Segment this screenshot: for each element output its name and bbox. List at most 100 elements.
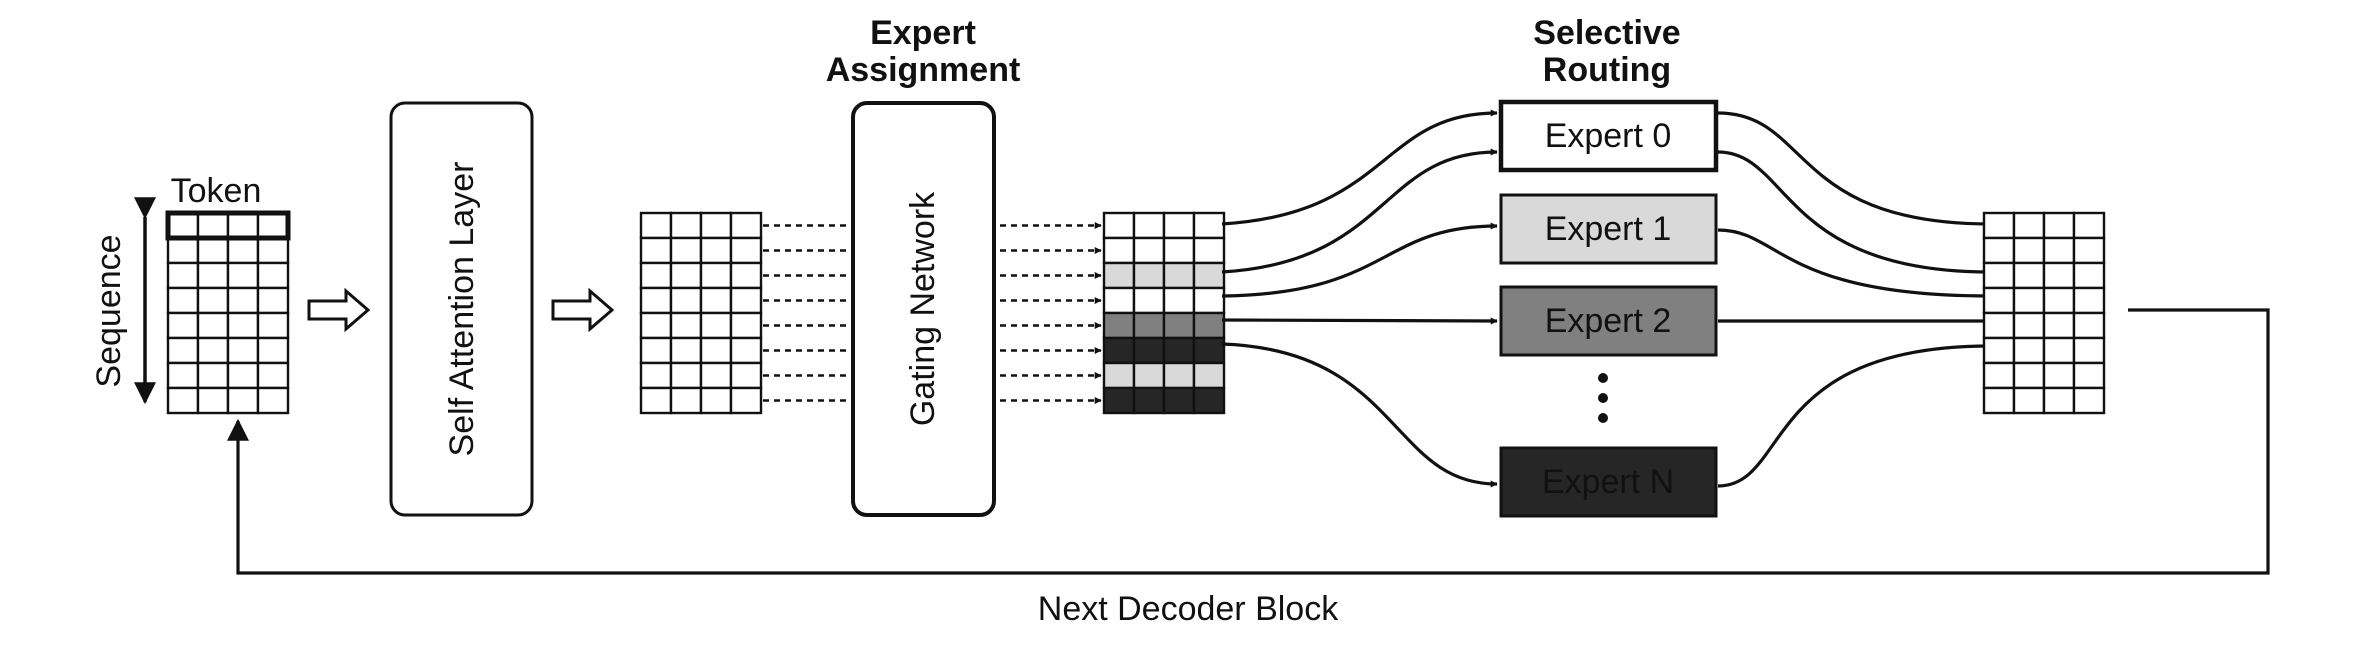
grid-cell [1102,386,1136,415]
grid-cell [166,236,200,265]
grid-cell [256,311,290,340]
grid-cell [196,236,230,265]
next-block-loop-line [227,308,2270,575]
route-curve-to-expert0-a [1221,109,1498,226]
grid-cell [729,261,763,290]
grid-cell [1132,286,1166,315]
grid-cell [1162,311,1196,340]
input-token-grid [166,211,290,415]
grid-cell [1162,386,1196,415]
grid-cell [639,211,673,240]
grid-cell [1102,336,1136,365]
grid-cell [1102,211,1136,240]
grid-cell [2042,211,2076,240]
grid-cell [1982,286,2016,315]
gating-network-label: Gating Network [904,191,942,426]
route-curve-to-expert1 [1221,222,1498,298]
selective-routing-heading-line1: Selective [1533,14,1680,52]
grid-cell [639,236,673,265]
grid-cell [2072,386,2106,415]
grid-cell [196,336,230,365]
grid-cell [669,286,703,315]
grid-cell [669,236,703,265]
token-label: Token [171,172,262,210]
post-attention-grid [639,211,763,415]
grid-cell [1192,211,1226,240]
grid-cell [226,361,260,390]
grid-cell [166,286,200,315]
next-decoder-block-label: Next Decoder Block [1038,590,1339,628]
grid-cell [2012,361,2046,390]
grid-cell [226,261,260,290]
grid-cell [1162,211,1196,240]
expert-assignment-heading-line1: Expert [870,14,976,52]
grid-cell [1132,386,1166,415]
grid-cell [256,211,290,240]
grid-cell [256,261,290,290]
grid-cell [1162,361,1196,390]
grid-cell [196,386,230,415]
grid-cell [2042,361,2076,390]
grid-cell [699,286,733,315]
grid-cell [729,236,763,265]
dashed-connectors-in [763,224,848,402]
grid-cell [2072,311,2106,340]
expert-assignment-grid [1102,211,1226,415]
grid-cell [2012,311,2046,340]
ellipsis-dot-1 [1598,373,1608,383]
grid-cell [1102,261,1136,290]
expert-n-box [1499,446,1718,518]
grid-cell [1192,286,1226,315]
merge-curve-expert0-a [1717,111,1991,228]
grid-cell [2012,261,2046,290]
grid-cell [1982,386,2016,415]
grid-cell [166,261,200,290]
grid-cell [1982,236,2016,265]
grid-cell [1982,336,2016,365]
grid-cell [196,311,230,340]
self-attention-box [389,101,534,517]
merge-curve-expertN [1717,342,1991,488]
ellipsis-dot-2 [1598,393,1608,403]
grid-cell [1192,336,1226,365]
merge-curve-expert0-b [1717,150,1991,276]
grid-cell [166,211,200,240]
grid-cell [2042,311,2076,340]
grid-cell [729,311,763,340]
grid-cell [196,211,230,240]
grid-cell [1192,261,1226,290]
grid-cell [166,361,200,390]
dashed-connectors-out [1000,222,1102,404]
route-curve-to-expertN [1221,342,1498,488]
grid-cell [2012,386,2046,415]
grid-cell [669,361,703,390]
grid-cell [1192,361,1226,390]
self-attention-label: Self Attention Layer [443,162,481,457]
grid-cell [196,261,230,290]
grid-cell [2042,261,2076,290]
grid-cell [2012,236,2046,265]
route-curve-to-expert0-b [1221,148,1498,274]
grid-cell [166,386,200,415]
grid-cell [226,336,260,365]
grid-cell [226,311,260,340]
sequence-label: Sequence [90,234,128,387]
grid-cell [1162,286,1196,315]
grid-cell [1102,311,1136,340]
grid-cell [226,211,260,240]
grid-cell [699,261,733,290]
grid-cell [1982,361,2016,390]
grid-cell [699,211,733,240]
grid-cell [226,236,260,265]
grid-cell [1192,386,1226,415]
hollow-arrow-1 [307,287,371,333]
grid-cell [1162,261,1196,290]
grid-cell [256,336,290,365]
grid-cell [196,361,230,390]
grid-cell [1982,211,2016,240]
grid-cell [256,386,290,415]
grid-cell [1102,361,1136,390]
grid-cell [669,261,703,290]
grid-cell [226,386,260,415]
